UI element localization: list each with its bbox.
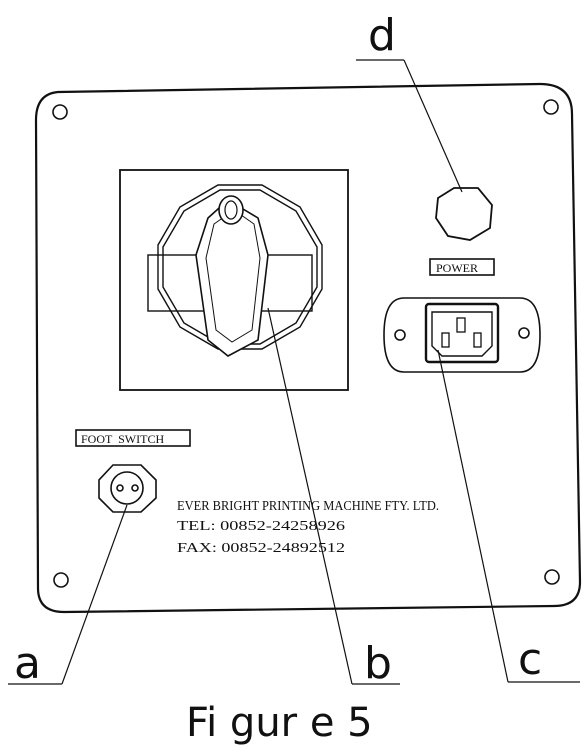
foot-switch-label-box	[75, 429, 191, 447]
callout-c: c	[518, 634, 542, 685]
figure-caption: Fi gur e 5	[186, 700, 373, 746]
fuse-holder-icon	[435, 187, 493, 241]
power-inlet	[383, 297, 541, 373]
leader-lines	[8, 59, 580, 685]
power-label: POWER	[436, 261, 478, 275]
power-label-box	[429, 258, 495, 276]
back-panel	[34, 82, 582, 614]
callout-d: d	[368, 10, 396, 61]
rotary-switch-knob	[147, 184, 323, 357]
screw-bottom-left-icon	[53, 572, 69, 588]
foot-switch-socket	[98, 464, 157, 513]
screw-top-left-icon	[52, 104, 68, 120]
maker-company: EVER BRIGHT PRINTING MACHINE FTY. LTD.	[177, 499, 439, 514]
maker-fax: FAX: 00852-24892512	[177, 541, 345, 556]
maker-tel: TEL: 00852-24258926	[177, 519, 345, 534]
rotary-switch-plate	[119, 169, 349, 391]
screw-bottom-right-icon	[544, 569, 560, 585]
callout-a: a	[14, 638, 41, 689]
foot-switch-label: FOOT SWITCH	[81, 432, 164, 446]
corner-screws	[52, 99, 560, 588]
screw-top-right-icon	[543, 99, 559, 115]
callout-b: b	[364, 638, 392, 689]
